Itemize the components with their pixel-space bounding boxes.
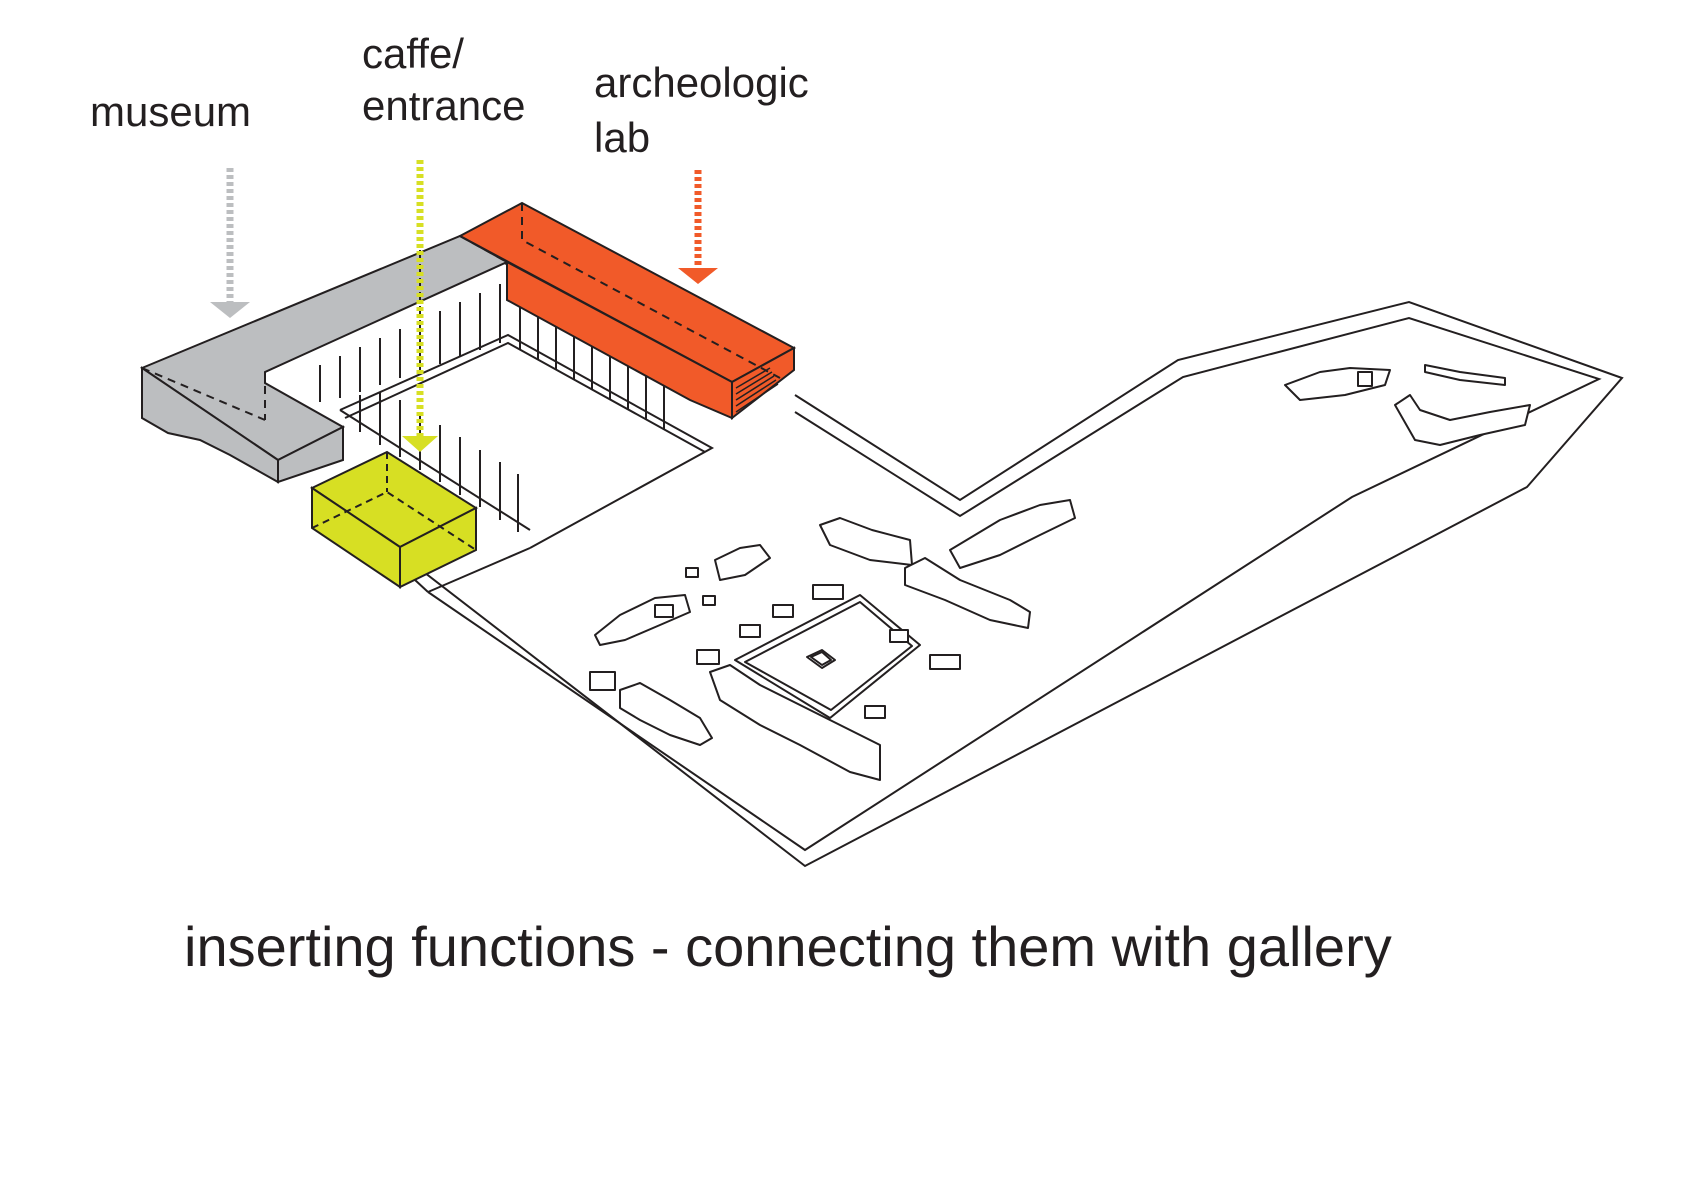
lab-hidden-edges xyxy=(459,203,781,379)
museum-label: museum xyxy=(90,88,252,135)
courtyard-floor-edge-inner xyxy=(344,341,706,453)
caffe-side-face xyxy=(399,506,477,589)
museum-hidden-edges xyxy=(141,250,421,421)
archaeological-ruins xyxy=(589,364,1531,781)
lab-arrow-head xyxy=(678,268,718,284)
caffe-arrow-head xyxy=(402,436,438,452)
lab-front-face xyxy=(506,260,733,420)
ruin-wall-j xyxy=(1424,364,1506,386)
ruin-block-3 xyxy=(739,624,761,638)
ruin-wall-c xyxy=(949,499,1076,569)
museum-arrow-head xyxy=(210,302,250,318)
caffe-entrance-label: caffe/ entrance xyxy=(362,28,525,132)
colonnade-front-beam xyxy=(339,409,531,531)
lab-label-line-2: lab xyxy=(594,114,651,161)
ruin-wall-h xyxy=(1284,367,1391,401)
diagram-caption: inserting functions - connecting them wi… xyxy=(184,915,1392,978)
caffe-volume xyxy=(309,450,479,589)
caffe-label-line-1: caffe/ xyxy=(362,30,464,77)
ruin-block-12 xyxy=(1357,371,1373,387)
caffe-arrow xyxy=(402,160,438,452)
ruin-block-5 xyxy=(812,584,844,600)
museum-arrow xyxy=(210,168,250,318)
lab-arrow xyxy=(678,170,718,284)
ruin-block-4 xyxy=(772,604,794,618)
lab-stair-lines xyxy=(735,367,779,413)
ruin-block-6 xyxy=(654,604,674,618)
caffe-label-line-2: entrance xyxy=(362,82,526,129)
ruin-wall-a xyxy=(819,517,913,566)
lab-label-line-1: archeologic xyxy=(594,59,809,106)
museum-side-face xyxy=(277,425,344,484)
ruin-wall-d xyxy=(709,664,881,781)
ruin-enclosure xyxy=(734,594,921,719)
ruin-wall-b xyxy=(904,557,1031,629)
ruin-wall-i xyxy=(1394,394,1531,446)
ruin-block-10 xyxy=(889,629,909,643)
ruin-wall-e xyxy=(619,682,713,746)
ruin-wall-f xyxy=(594,594,691,646)
ruin-block-8 xyxy=(696,649,720,665)
gallery-side-edge xyxy=(427,547,531,593)
ruin-wall-g xyxy=(714,544,771,581)
ruin-block-9 xyxy=(864,705,886,719)
gallery-inner-outline xyxy=(427,316,1602,852)
gallery-outer-outline xyxy=(319,300,1624,868)
museum-volume xyxy=(139,234,510,484)
archeologic-lab-label: archeologic lab xyxy=(594,55,809,165)
lab-volume xyxy=(457,201,797,421)
ruin-block-1 xyxy=(685,567,699,578)
ruin-block-2 xyxy=(702,595,716,606)
ruin-block-7 xyxy=(589,671,616,691)
ruin-block-11 xyxy=(929,654,961,670)
caffe-hidden-edges xyxy=(311,452,477,551)
